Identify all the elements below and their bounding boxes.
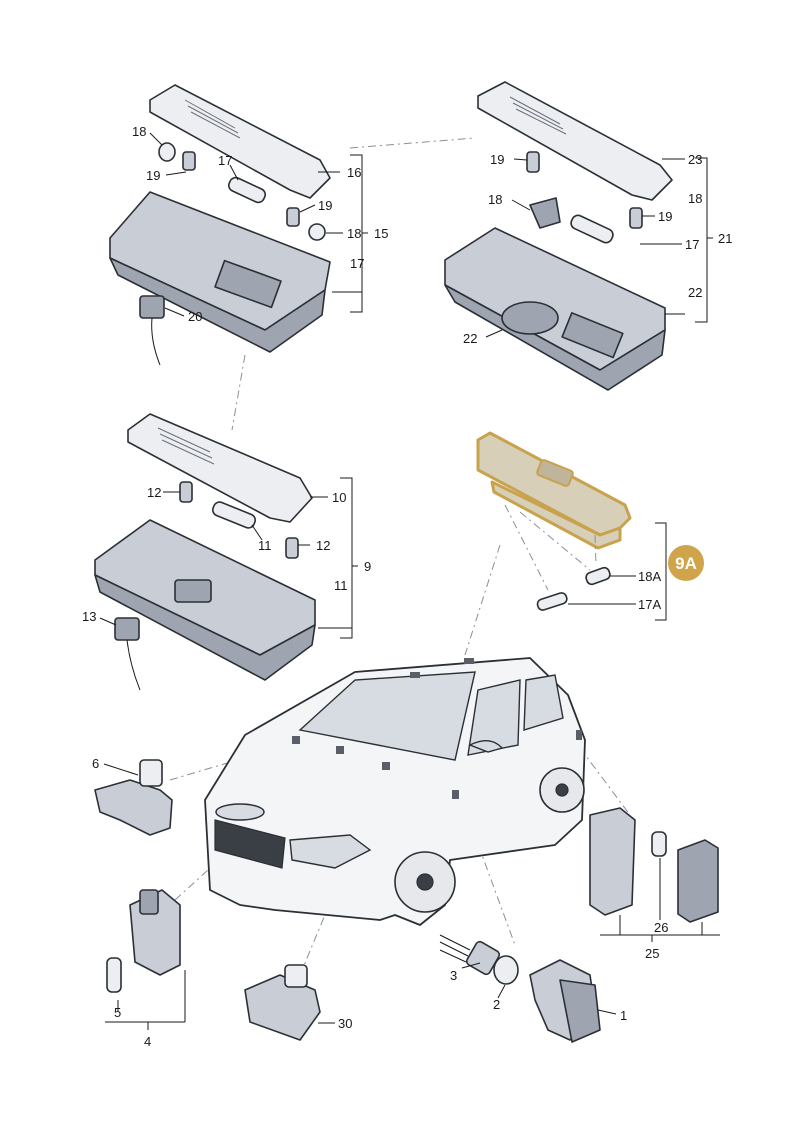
callout-19: 19: [146, 168, 160, 183]
callout-17: 17: [350, 256, 364, 271]
badge-9a: 9A: [668, 545, 704, 581]
socket-19-right: [286, 207, 300, 227]
callout-11: 11: [334, 578, 348, 593]
side-mirror: [468, 740, 504, 753]
connector-20: [139, 295, 165, 366]
logo-area: [215, 803, 265, 821]
bulb-5: [106, 957, 122, 993]
socket-12-b: [285, 537, 299, 559]
callout-18: 18: [488, 192, 502, 207]
callout-4: 4: [144, 1034, 151, 1049]
callout-3: 3: [450, 968, 457, 983]
callout-12: 12: [147, 485, 161, 500]
side-window-rear: [523, 674, 564, 731]
callout-26: 26: [654, 920, 668, 935]
highlight-switch-9a: [536, 459, 574, 487]
callout-18: 18: [132, 124, 146, 139]
lens-vents-21: [509, 96, 567, 135]
callout-labels: 18 19 17 16 19 18 15 17 20 19 23 18 18 1…: [82, 124, 732, 1049]
callout-6: 6: [92, 756, 99, 771]
callout-21: 21: [718, 231, 732, 246]
windshield: [298, 671, 476, 761]
callout-12: 12: [316, 538, 330, 553]
leader-lines: [99, 132, 720, 1030]
callout-13: 13: [82, 609, 96, 624]
highlighted-assembly-9a: 9A: [476, 431, 704, 611]
connector-13: [114, 617, 141, 691]
callout-22: 22: [463, 331, 477, 346]
callout-11: 11: [258, 538, 272, 553]
socket-19-left: [182, 151, 196, 171]
callout-23: 23: [688, 152, 702, 167]
lens-vents: [184, 99, 241, 139]
front-grille: [214, 819, 286, 869]
callout-25: 25: [645, 946, 659, 961]
bulb-socket-3-2: [439, 934, 519, 985]
light-location-markers: [292, 658, 582, 799]
callout-19: 19: [490, 152, 504, 167]
callout-2: 2: [493, 997, 500, 1012]
console-group-21: [444, 81, 673, 391]
bulb-18-cluster: [529, 197, 561, 229]
bulb-18-left: [158, 142, 176, 162]
switch-housing-30: [244, 964, 321, 1041]
callout-19: 19: [658, 209, 672, 224]
callout-18: 18: [347, 226, 361, 241]
bulb-17A: [536, 592, 568, 611]
console-group-15: [109, 84, 331, 366]
highlight-lens-9a: [476, 431, 632, 537]
callout-20: 20: [188, 309, 202, 324]
svg-text:9A: 9A: [675, 554, 697, 573]
callout-18: 18: [688, 191, 702, 206]
bottom-parts: [94, 759, 719, 1043]
side-window-front: [467, 679, 521, 756]
callout-9: 9: [364, 559, 371, 574]
lamp-4: [106, 889, 181, 993]
switch-block-21: [561, 312, 624, 359]
lamp-holder-25: [589, 807, 719, 923]
socket-12-a: [179, 481, 193, 503]
car-illustration: [204, 657, 586, 926]
housing-22-base: [444, 284, 666, 391]
console-group-9: [94, 413, 316, 691]
rotary-knob-22: [501, 301, 559, 335]
callout-17: 17: [218, 153, 232, 168]
switch-9: [174, 579, 212, 603]
housing-11-base: [94, 574, 316, 681]
switch-housing-6: [94, 759, 173, 836]
highlight-housing-9a: [490, 480, 622, 550]
callout-15: 15: [374, 226, 388, 241]
callout-5: 5: [114, 1005, 121, 1020]
bulb-18-right: [308, 223, 326, 241]
festoon-bulb-17: [227, 176, 267, 204]
housing-17-base: [109, 257, 326, 353]
lens-cover-16: [149, 84, 331, 199]
festoon-bulb-11: [211, 501, 257, 529]
callout-17: 17: [685, 237, 699, 252]
callout-30: 30: [338, 1016, 352, 1031]
callout-10: 10: [332, 490, 346, 505]
callout-1: 1: [620, 1008, 627, 1023]
bulb-26: [651, 831, 667, 857]
festoon-bulb-17-right: [570, 214, 614, 244]
socket-19-a: [526, 151, 540, 173]
callout-19: 19: [318, 198, 332, 213]
callout-16: 16: [347, 165, 361, 180]
switch-block: [214, 259, 282, 309]
callout-22: 22: [688, 285, 702, 300]
lens-cover-23: [477, 81, 673, 201]
socket-19-b: [629, 207, 643, 229]
lens-vents-9: [157, 427, 215, 465]
callout-18A: 18A: [638, 569, 661, 584]
callout-17A: 17A: [638, 597, 661, 612]
side-repeater-1: [529, 959, 601, 1043]
headlight: [289, 834, 372, 869]
bulb-18A: [585, 566, 611, 586]
